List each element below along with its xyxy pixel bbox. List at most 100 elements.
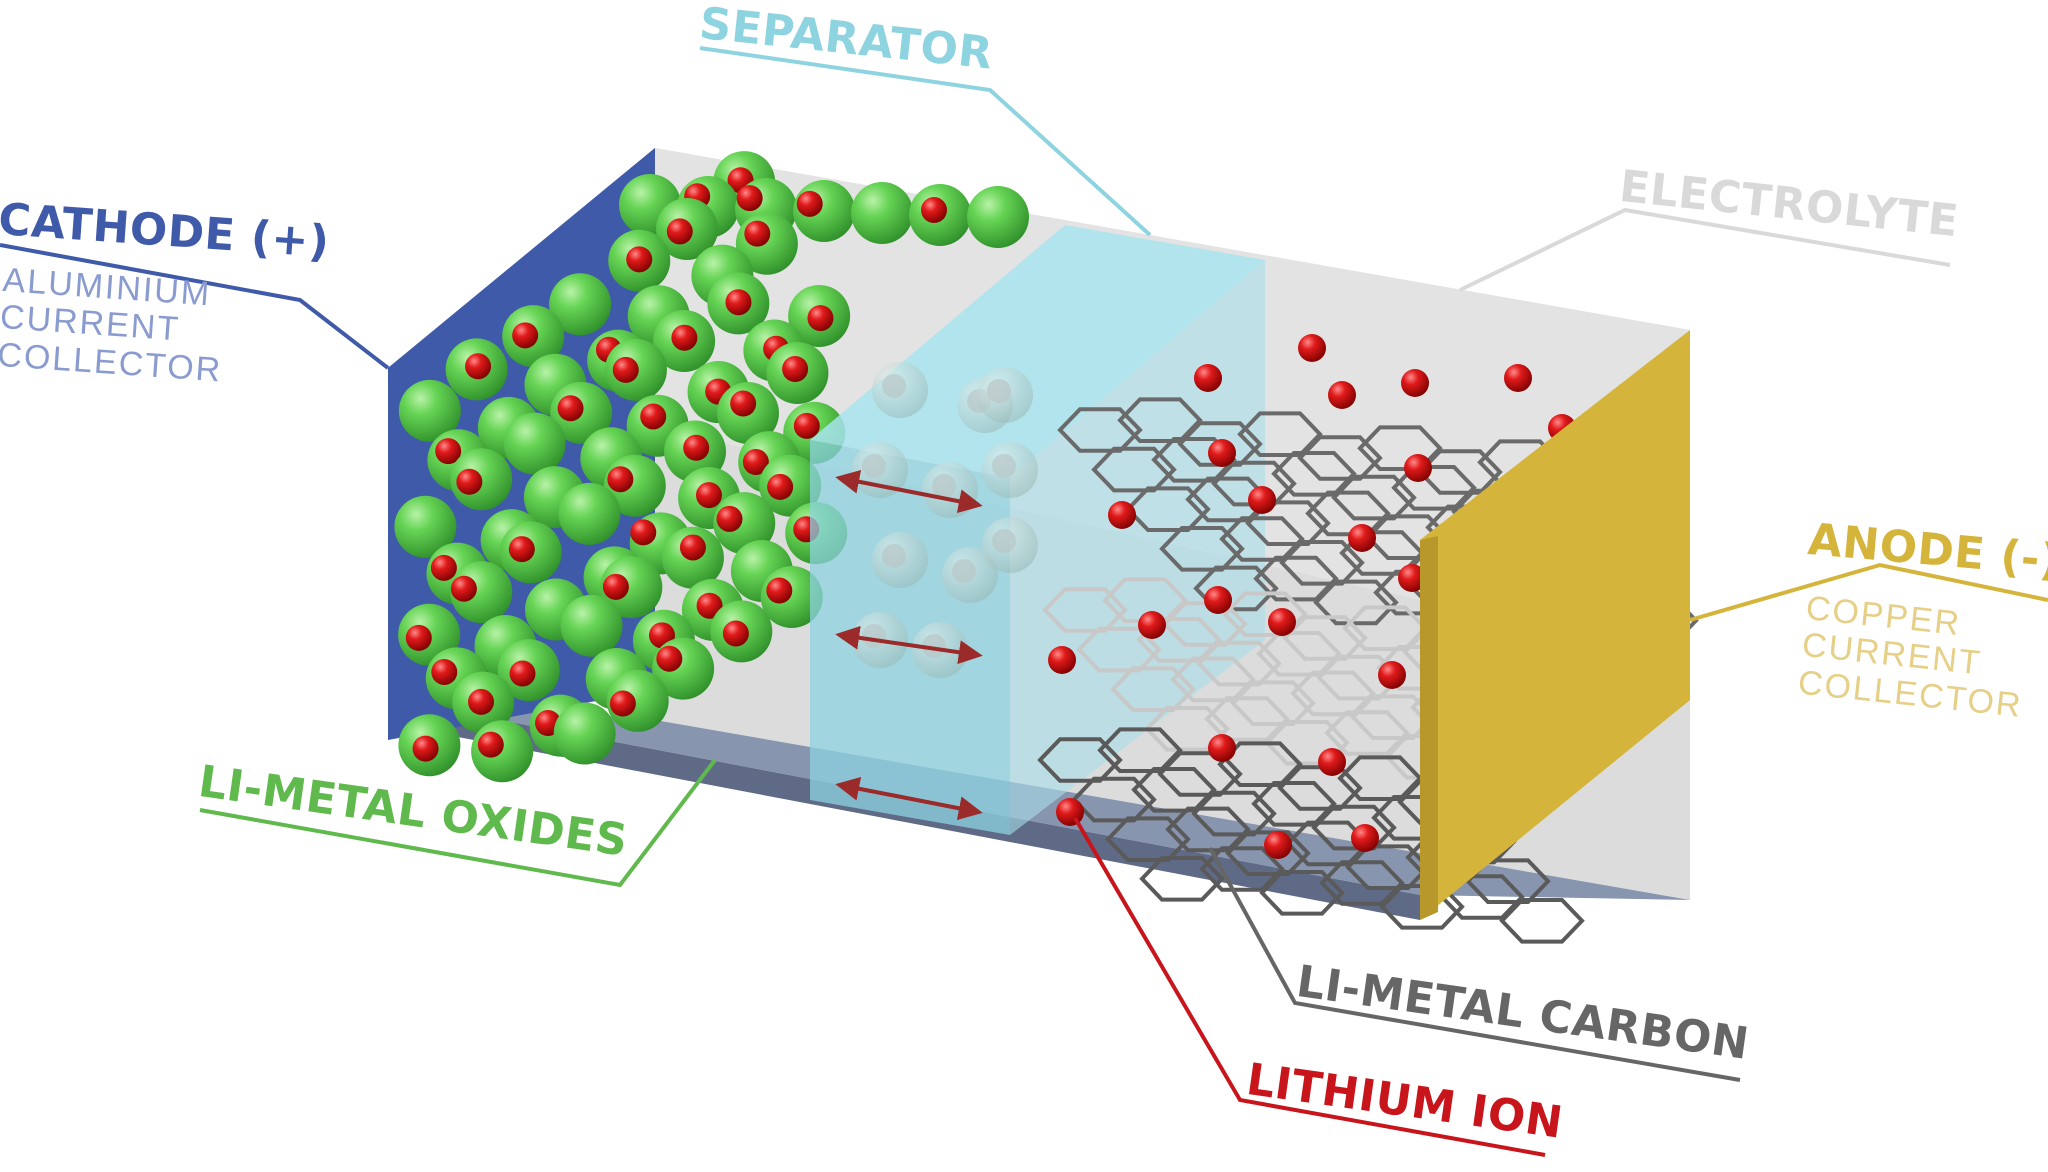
lithium-ion <box>602 573 629 600</box>
lithium-ion <box>730 390 757 417</box>
lithium-ion <box>716 505 743 532</box>
carbon-hexagon <box>1139 856 1225 902</box>
lithium-ion <box>1404 454 1432 482</box>
lithium-ion <box>412 735 439 762</box>
lithium-ion <box>508 536 535 563</box>
separator-leader-line <box>699 46 1152 237</box>
lithium-ion <box>609 690 636 717</box>
lithium-ion <box>630 519 657 546</box>
lithium-ion <box>921 197 948 224</box>
lithium-ion <box>671 324 698 351</box>
oxide-sphere <box>549 273 612 336</box>
lithium-ion <box>722 620 749 647</box>
carbon-hexagon <box>1259 870 1345 916</box>
oxide-sphere <box>394 495 457 558</box>
carbon-hexagon <box>1499 898 1585 944</box>
lithium-ion <box>796 190 823 217</box>
lithium-ion <box>512 322 539 349</box>
oxide-sphere <box>600 556 663 619</box>
carbon-hexagon <box>1199 846 1285 892</box>
oxide-sphere <box>967 186 1029 248</box>
oxide-sphere <box>503 412 566 475</box>
separator-front <box>810 440 1010 835</box>
lithium-ion <box>696 592 723 619</box>
lithium-ion <box>431 658 458 685</box>
lithium-ion <box>1208 734 1236 762</box>
lithium-ion <box>1194 364 1222 392</box>
lithium-ion <box>509 660 536 687</box>
lithium-ion <box>767 473 794 500</box>
lithium-ion <box>456 468 483 495</box>
lithium-ion <box>1398 564 1426 592</box>
cathode-sublabel: ALUMINIUM CURRENT COLLECTOR <box>0 261 229 390</box>
lithium-ion <box>612 356 639 383</box>
lithium-ion <box>782 355 809 382</box>
double-arrow <box>835 625 983 665</box>
lithium-ion <box>766 577 793 604</box>
anode-face <box>1420 330 1690 920</box>
lithium-ion <box>1138 611 1166 639</box>
ion-leader-line <box>1073 816 1546 1157</box>
carbon-hexagon <box>1193 565 1279 612</box>
lithium-ion <box>1248 486 1276 514</box>
carbon-hexagon <box>1313 579 1399 626</box>
lithium-ion <box>607 466 634 493</box>
lithium-ion <box>468 688 495 715</box>
lithium-ion <box>477 731 504 758</box>
lithium-ion <box>656 645 683 672</box>
lithium-ion <box>640 403 667 430</box>
lithium-ion <box>450 575 477 602</box>
lithium-ion <box>1056 798 1084 826</box>
lithium-ion <box>793 412 820 439</box>
anode-leader-line <box>1689 562 2048 622</box>
lithium-ion <box>1264 831 1292 859</box>
anode-edge <box>1420 536 1438 920</box>
lithium-ion <box>1318 748 1346 776</box>
electrolyte-leader-line <box>1459 207 1951 292</box>
ghost-ion <box>862 624 886 648</box>
lithium-ion <box>695 482 722 509</box>
lithium-ion <box>807 305 834 332</box>
lithium-ion <box>1378 661 1406 689</box>
lithium-ion <box>465 353 492 380</box>
oxide-sphere <box>851 182 913 244</box>
lithium-ion <box>744 220 771 247</box>
cathode-leader-line <box>0 243 390 370</box>
lithium-ion <box>683 434 710 461</box>
carbon-hexagon <box>1319 860 1405 906</box>
separator-side <box>1010 260 1265 835</box>
separator-top <box>810 225 1265 478</box>
lithium-ion <box>435 438 462 465</box>
lithium-ion <box>1204 586 1232 614</box>
anode-sublabel: COPPER CURRENT COLLECTOR <box>1796 589 2032 725</box>
double-arrow <box>835 469 983 514</box>
ion-flow-arrows <box>835 469 983 821</box>
lithium-ion <box>666 218 693 245</box>
lithium-ion <box>1351 824 1379 852</box>
li-metal-oxide-particles <box>394 151 1029 783</box>
oxide-sphere <box>398 379 461 442</box>
ghost-ion <box>987 379 1011 403</box>
ghost-ion <box>952 559 976 583</box>
lithium-ion <box>679 534 706 561</box>
double-arrow <box>835 776 983 821</box>
lithium-ion <box>557 395 584 422</box>
ghost-ion <box>932 474 956 498</box>
oxide-sphere <box>560 594 623 657</box>
lithium-ion <box>1048 646 1076 674</box>
carbon-hexagon <box>1324 710 1410 756</box>
ghost-ion <box>882 374 906 398</box>
ghost-ion <box>882 544 906 568</box>
oxide-sphere <box>553 702 616 765</box>
oxides-leader-line <box>199 758 717 888</box>
ghost-ion <box>992 529 1016 553</box>
lithium-ion <box>736 185 763 212</box>
ghost-ion <box>992 454 1016 478</box>
lithium-ion <box>405 624 432 651</box>
lithium-ion <box>1108 501 1136 529</box>
lithium-ion <box>1328 381 1356 409</box>
lithium-ion <box>1348 524 1376 552</box>
lithium-ion <box>1208 439 1236 467</box>
